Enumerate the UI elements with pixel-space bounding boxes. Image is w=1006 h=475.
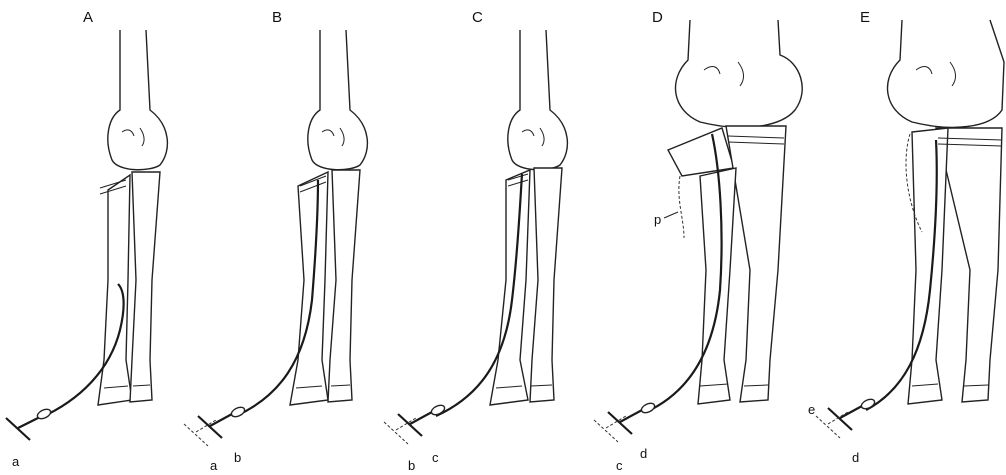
- panel-d-ulna: [726, 126, 786, 402]
- panel-c: C b c: [384, 9, 567, 473]
- panel-b-ulna: [328, 170, 360, 402]
- panel-d-t-handle: [594, 401, 656, 442]
- panel-b-label-b: b: [234, 450, 241, 465]
- panel-a-radius: [98, 175, 132, 405]
- panel-a-letter: A: [83, 9, 93, 26]
- panel-d-label-c: c: [616, 458, 623, 473]
- panel-c-letter: C: [472, 9, 483, 26]
- panel-d-humerus: [676, 20, 803, 127]
- panel-c-label-c: c: [432, 450, 439, 465]
- panel-a-ulna: [130, 172, 160, 402]
- panel-a-t-handle: [6, 407, 52, 440]
- panel-e-label-d: d: [852, 450, 859, 465]
- panel-b-humerus: [308, 30, 368, 170]
- panel-d-periosteum: [679, 176, 684, 238]
- panel-c-label-b: b: [408, 458, 415, 473]
- panel-a-humerus: [108, 30, 168, 170]
- panel-b-radius: [290, 172, 328, 405]
- panel-e-t-handle: [816, 397, 876, 438]
- panel-d-letter: D: [652, 9, 663, 26]
- panel-c-ulna: [530, 168, 562, 402]
- panel-c-t-handle: [384, 403, 446, 444]
- panel-e-radius: [908, 128, 948, 404]
- panel-d: D p c d: [594, 9, 802, 473]
- panel-e-letter: E: [860, 9, 870, 26]
- panel-b-letter: B: [272, 9, 282, 26]
- panel-d-radius: [698, 168, 736, 404]
- panel-d-label-p: p: [654, 212, 661, 227]
- panel-c-humerus: [508, 30, 568, 170]
- panel-b: B a b: [184, 9, 367, 473]
- panel-e-humerus: [888, 20, 1005, 127]
- panel-a-label-a: a: [12, 454, 20, 469]
- panel-d-label-d: d: [640, 446, 647, 461]
- panel-b-label-a: a: [210, 458, 218, 473]
- panel-a: A a: [6, 9, 167, 469]
- panel-c-radius: [490, 170, 530, 405]
- panel-e-label-e: e: [808, 402, 815, 417]
- panel-b-t-handle: [184, 405, 246, 446]
- panel-d-radial-fragment: [668, 128, 734, 176]
- panel-e: E e d: [808, 9, 1004, 465]
